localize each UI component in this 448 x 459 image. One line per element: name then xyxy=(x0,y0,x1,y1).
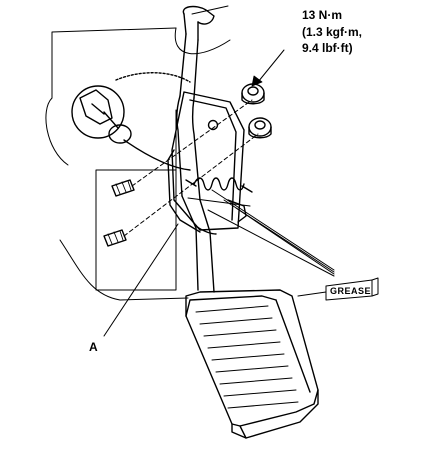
pedal-bracket xyxy=(167,91,247,233)
callout-a-leader xyxy=(103,223,179,337)
pedal-pad xyxy=(185,289,319,439)
grease-label: GREASE xyxy=(330,286,372,296)
mounting-nut-lower xyxy=(248,117,272,139)
callout-label-a: A xyxy=(89,340,98,354)
torque-leader-arrowhead xyxy=(251,75,263,87)
mounting-nut-upper xyxy=(241,83,265,105)
torque-spec-line-3: 9.4 lbf·ft) xyxy=(302,41,353,55)
torque-spec-line-1: 13 N·m xyxy=(302,8,343,22)
grease-point-leaders xyxy=(207,189,335,277)
pedal-position-sensor-connector xyxy=(71,72,191,171)
grease-tube-icon xyxy=(297,277,379,301)
pedal-arm-upper xyxy=(175,5,229,201)
pedal-pad-ribs xyxy=(195,305,299,409)
firewall-panel xyxy=(45,27,231,301)
torque-spec-line-2: (1.3 kgf·m, xyxy=(302,25,363,39)
pedal-arm-lower xyxy=(181,195,217,293)
return-spring xyxy=(185,177,253,207)
mounting-stud-lower xyxy=(103,229,127,247)
alignment-guides xyxy=(123,99,259,237)
mounting-stud-upper xyxy=(111,179,135,197)
torque-leader xyxy=(257,49,285,83)
